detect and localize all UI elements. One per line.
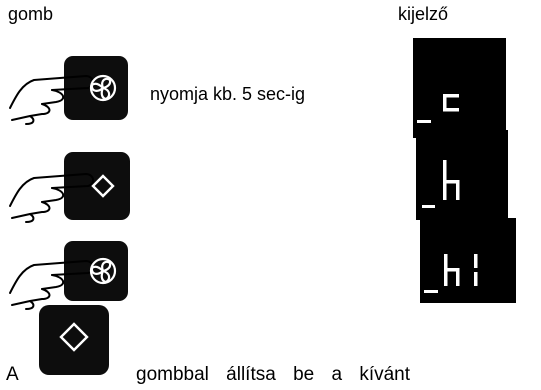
seven-segment-display: h1: [420, 218, 478, 293]
fan-button[interactable]: [64, 241, 128, 301]
display-text: h1: [420, 218, 438, 222]
seven-segment-display: c: [413, 38, 459, 123]
up-down-diamond-icon: [59, 322, 89, 352]
step-2-button-row: [0, 148, 130, 223]
button-column-label: gomb: [8, 4, 54, 24]
hand-pressing-updown-button-icon: [9, 152, 130, 223]
fan-button[interactable]: [64, 56, 128, 120]
display-c: c: [413, 38, 506, 138]
decimal-segment: [417, 120, 431, 123]
segment-char-h: [444, 254, 460, 286]
display-h: h: [416, 130, 508, 220]
hand-pressing-fan-button-icon: [9, 56, 128, 125]
display-h1: h1: [420, 218, 516, 303]
segment-char-h: [443, 160, 460, 200]
seven-segment-display: h: [416, 130, 460, 208]
footer-text: gombbal állítsa be a kívánt: [136, 364, 411, 385]
footer-prefix: A: [6, 364, 19, 385]
hand-pressing-fan-button-icon: [9, 241, 128, 310]
hand-icon: [9, 173, 94, 223]
step-1-button-row: [0, 50, 130, 125]
step-1-instruction: nyomja kb. 5 sec-ig: [150, 84, 306, 104]
decimal-segment: [422, 205, 435, 208]
step-3-button-row: [0, 235, 130, 310]
up-down-diamond-icon: [91, 174, 115, 198]
display-text: h: [416, 130, 425, 134]
display-column-label: kijelző: [398, 4, 449, 24]
fan-icon: [89, 74, 117, 102]
updown-button-large[interactable]: [39, 305, 109, 375]
fan-icon: [89, 257, 117, 285]
decimal-segment: [424, 290, 438, 293]
segment-char-1: [474, 254, 478, 286]
display-text: c: [413, 38, 421, 42]
segment-char-c: [443, 94, 459, 112]
updown-button[interactable]: [64, 152, 130, 220]
